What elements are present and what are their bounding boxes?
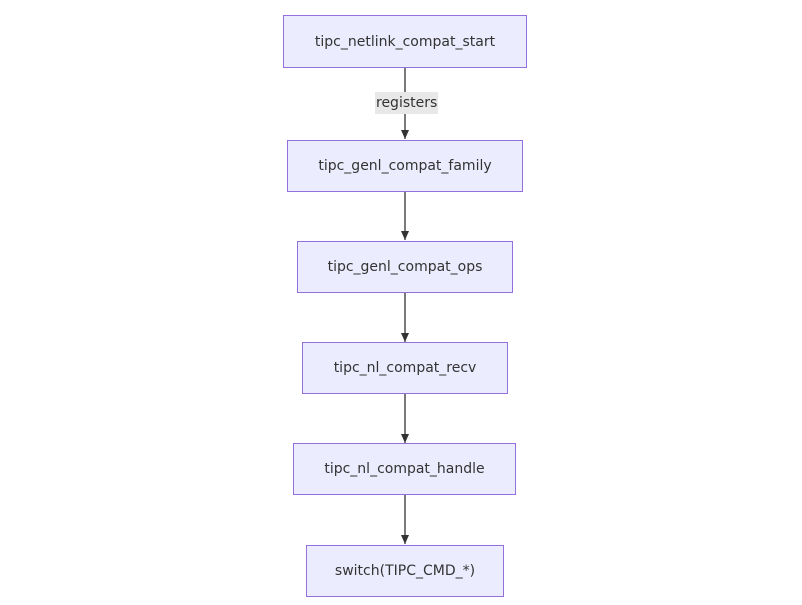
node-tipc-genl-compat-family: tipc_genl_compat_family: [287, 140, 523, 192]
node-tipc-genl-compat-ops: tipc_genl_compat_ops: [297, 241, 513, 293]
node-switch-tipc-cmd: switch(TIPC_CMD_*): [306, 545, 504, 597]
node-tipc-nl-compat-recv: tipc_nl_compat_recv: [302, 342, 508, 394]
node-tipc-netlink-compat-start: tipc_netlink_compat_start: [283, 15, 527, 68]
node-tipc-nl-compat-handle: tipc_nl_compat_handle: [293, 443, 516, 495]
edge-label-registers: registers: [375, 92, 439, 114]
